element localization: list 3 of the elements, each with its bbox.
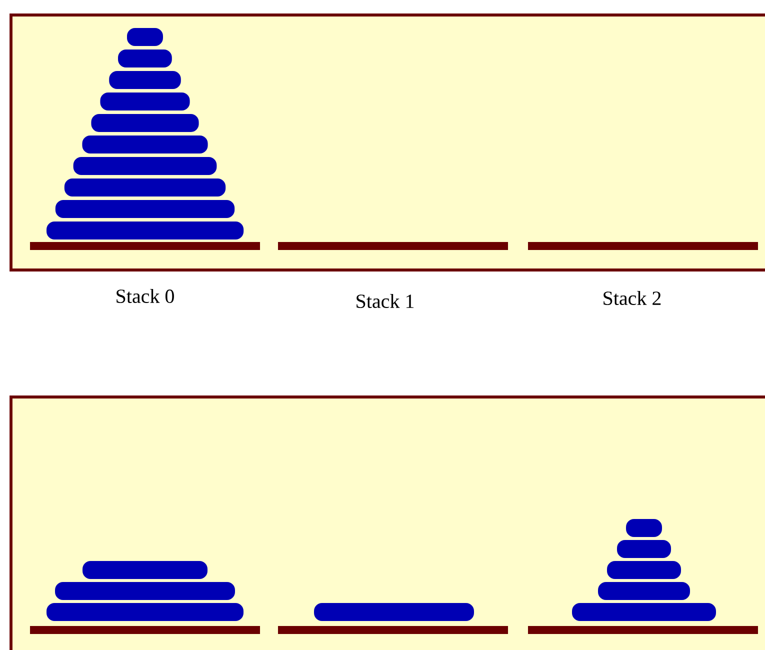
stack-label: Stack 2 (604, 290, 661, 306)
stack-label: Stack 1 (356, 294, 414, 308)
stack-label: Stack 0 (116, 288, 174, 304)
